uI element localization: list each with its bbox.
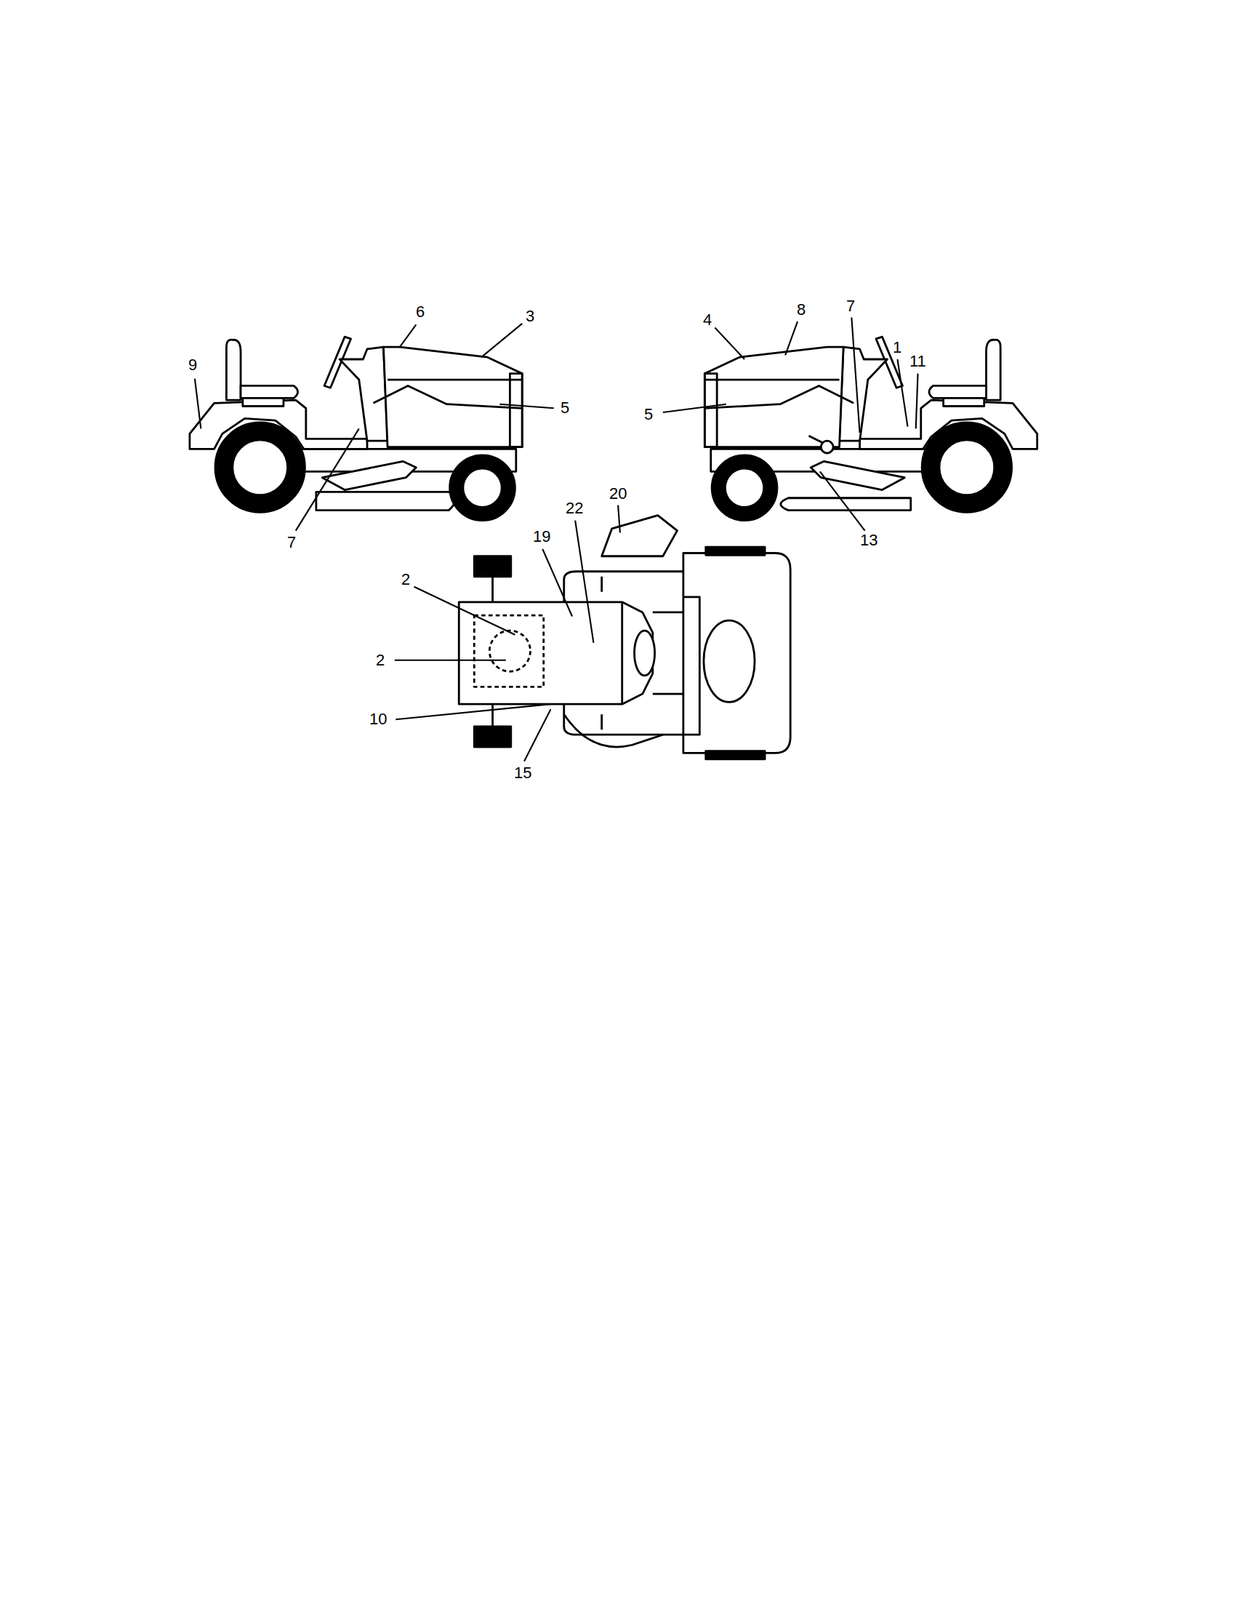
callout-number: 19: [532, 528, 552, 545]
callout-number: 20: [608, 485, 628, 502]
callout-number: 7: [286, 534, 297, 551]
callout-number: 5: [643, 406, 654, 423]
callout-number: 13: [859, 532, 879, 549]
callout-number: 8: [796, 301, 807, 318]
callout-number: 1: [892, 339, 903, 356]
side-view-tractor: [189, 336, 522, 521]
callout-number: 3: [524, 308, 536, 325]
leader-lines: [194, 316, 919, 761]
callout-number: 10: [368, 711, 388, 728]
top-view-tractor: [458, 515, 791, 759]
callout-number: 5: [559, 399, 570, 416]
callout-number: 4: [702, 311, 713, 328]
callout-number: 15: [513, 764, 533, 781]
callout-number: 9: [187, 356, 198, 373]
callout-number: 2: [375, 652, 386, 669]
callout-number: 6: [415, 303, 426, 320]
callout-number: 11: [908, 353, 927, 370]
callout-number: 2: [400, 571, 411, 588]
callout-number: 7: [845, 298, 856, 315]
side-view-tractor-mirror: [704, 336, 1037, 521]
callout-number: 22: [564, 500, 584, 517]
